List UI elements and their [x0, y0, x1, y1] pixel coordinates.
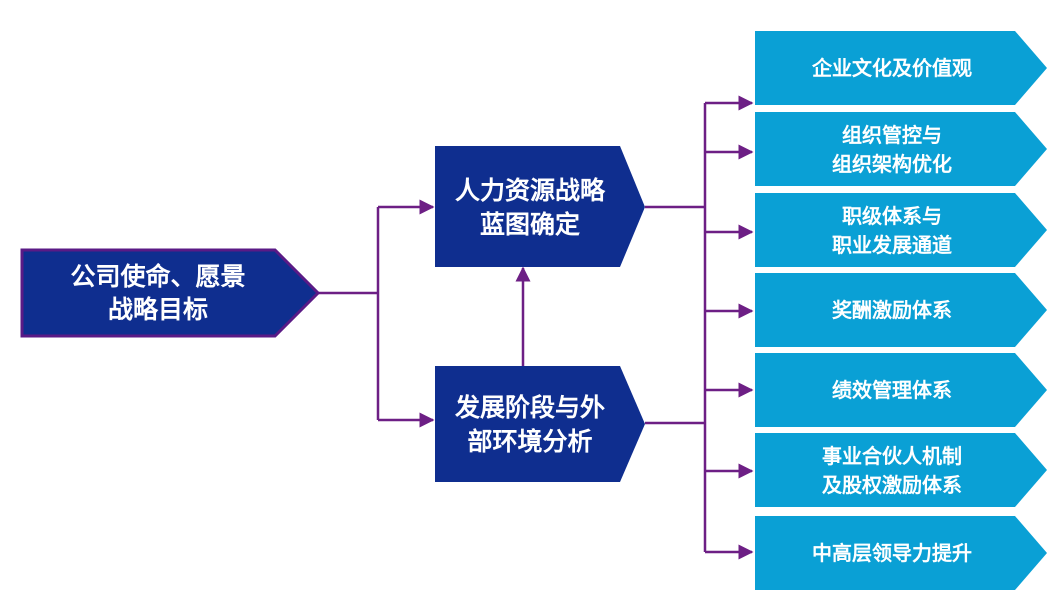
item-2-line-2: 组织架构优化 [832, 152, 952, 176]
mission-node-shape [20, 248, 321, 338]
item-list: 企业文化及价值观 组织管控与 组织架构优化 职级体系与 职业发展通道 奖酬激励体… [755, 31, 1047, 590]
item-6-shape [755, 433, 1047, 507]
item-5: 绩效管理体系 [755, 353, 1047, 427]
item-4-line-1: 奖酬激励体系 [832, 298, 952, 322]
item-5-shape [755, 353, 1047, 427]
item-4: 奖酬激励体系 [755, 273, 1047, 347]
hr-blueprint-node: 人力资源战略 蓝图确定 [435, 146, 645, 267]
environment-analysis-node: 发展阶段与外 部环境分析 [435, 366, 645, 482]
item-7-line-1: 中高层领导力提升 [812, 541, 972, 565]
item-2-shape [755, 112, 1047, 186]
item-6-line-1: 事业合伙人机制 [822, 444, 962, 468]
item-3-line-1: 职级体系与 [842, 204, 942, 228]
item-6: 事业合伙人机制 及股权激励体系 [755, 433, 1047, 507]
hr-blueprint-node-line-1: 人力资源战略 [455, 176, 606, 205]
item-2: 组织管控与 组织架构优化 [755, 112, 1047, 186]
connectors [318, 95, 754, 560]
item-5-line-1: 绩效管理体系 [832, 378, 952, 402]
environment-analysis-node-line-1: 发展阶段与外 [454, 393, 605, 422]
hr-blueprint-node-shape [435, 146, 645, 267]
item-3: 职级体系与 职业发展通道 [755, 193, 1047, 267]
item-1-line-1: 企业文化及价值观 [811, 56, 972, 80]
item-6-line-2: 及股权激励体系 [822, 473, 962, 497]
item-1-shape [755, 31, 1047, 105]
item-7: 中高层领导力提升 [755, 516, 1047, 590]
item-2-line-1: 组织管控与 [842, 123, 942, 147]
mission-node-line-1: 公司使命、愿景 [70, 262, 245, 291]
item-3-line-2: 职业发展通道 [832, 233, 952, 257]
hr-blueprint-node-line-2: 蓝图确定 [480, 210, 580, 239]
item-1: 企业文化及价值观 [755, 31, 1047, 105]
item-4-shape [755, 273, 1047, 347]
mission-node: 公司使命、愿景 战略目标 [20, 248, 321, 338]
item-3-shape [755, 193, 1047, 267]
environment-analysis-node-line-2: 部环境分析 [467, 427, 592, 456]
mission-node-line-2: 战略目标 [108, 295, 208, 324]
environment-analysis-node-shape [435, 366, 645, 482]
item-7-shape [755, 516, 1047, 590]
